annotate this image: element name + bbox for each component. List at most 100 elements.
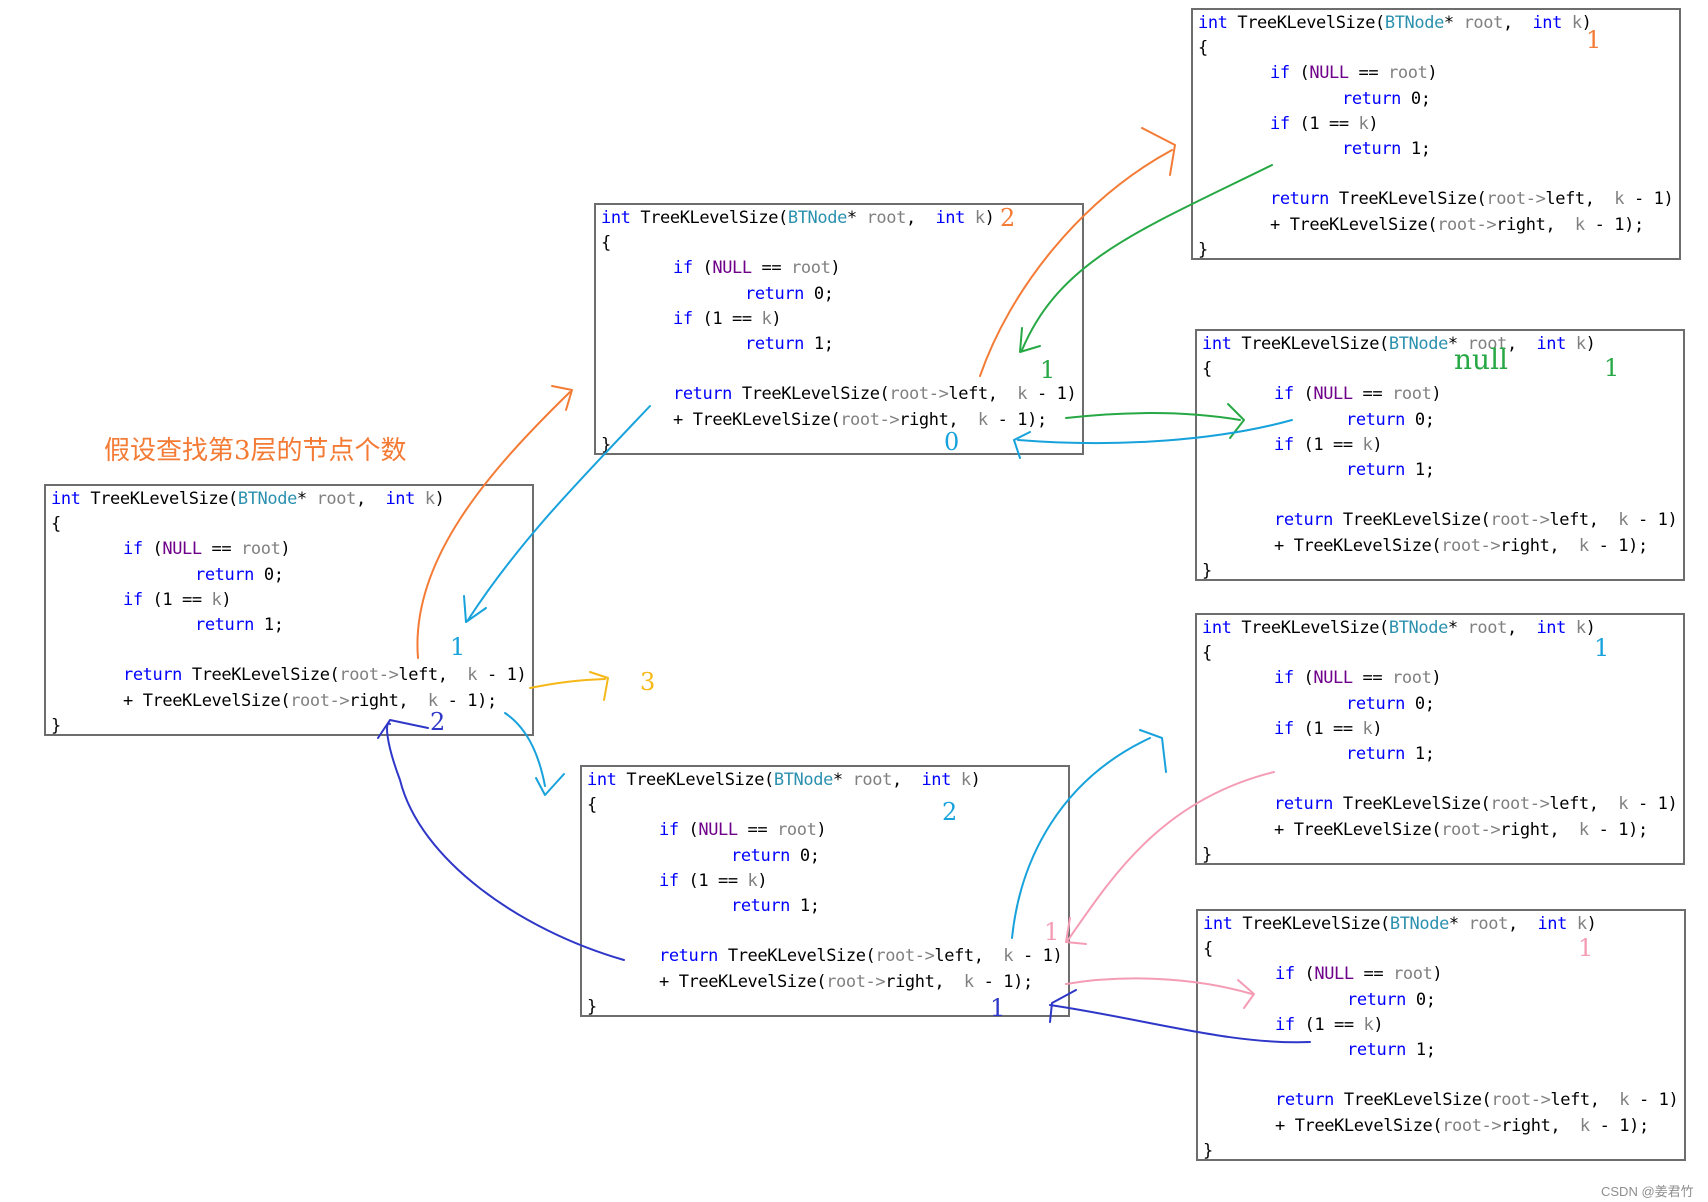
blue-arrowhead-3 bbox=[535, 773, 565, 796]
code-line-signature: int TreeKLevelSize(BTNode* root, int k) bbox=[1202, 618, 1596, 638]
annotation-result: 3 bbox=[640, 668, 656, 696]
code-line-return-left: return TreeKLevelSize(root->left, k - 1) bbox=[1270, 189, 1674, 210]
orange-arrowhead-2 bbox=[1141, 127, 1176, 176]
code-line-return-left: return TreeKLevelSize(root->left, k - 1) bbox=[659, 946, 1063, 967]
code-line-return-zero: return 0; bbox=[1346, 409, 1435, 430]
annotation-value: 1 bbox=[1040, 356, 1056, 384]
function-code: int TreeKLevelSize(BTNode* root, int k) {… bbox=[1203, 912, 1679, 1164]
code-line-blank bbox=[587, 919, 1062, 944]
code-line-if-one: if (1 == k) bbox=[1270, 113, 1379, 134]
annotation-value: 1 bbox=[450, 633, 466, 661]
code-line-plus-right: + TreeKLevelSize(root->right, k - 1); bbox=[1274, 819, 1648, 840]
code-line-signature: int TreeKLevelSize(BTNode* root, int k) bbox=[587, 770, 981, 790]
function-code: int TreeKLevelSize(BTNode* root, int k){… bbox=[601, 206, 1077, 458]
code-line-return-left: return TreeKLevelSize(root->left, k - 1) bbox=[1274, 510, 1678, 531]
code-line-return-zero: return 0; bbox=[731, 845, 820, 866]
code-line-signature: int TreeKLevelSize(BTNode* root, int k) bbox=[1203, 914, 1597, 934]
code-line-blank bbox=[1202, 483, 1677, 508]
code-line-return-left: return TreeKLevelSize(root->left, k - 1) bbox=[1275, 1090, 1679, 1111]
function-code: int TreeKLevelSize(BTNode* root, int k) {… bbox=[587, 768, 1063, 1020]
annotation-null: null bbox=[1454, 343, 1508, 376]
code-line-return-zero: return 0; bbox=[195, 564, 284, 585]
code-line-open-brace: { bbox=[1203, 939, 1213, 960]
code-line-open-brace: { bbox=[601, 233, 611, 254]
code-line-return-one: return 1; bbox=[1346, 459, 1435, 480]
code-box-level-3-c: int TreeKLevelSize(BTNode* root, int k) {… bbox=[1195, 613, 1685, 865]
code-line-close-brace: } bbox=[1203, 1140, 1213, 1161]
code-line-if-null: if (NULL == root) bbox=[1275, 964, 1443, 985]
diagram-title: 假设查找第3层的节点个数 bbox=[104, 436, 407, 466]
code-line-close-brace: } bbox=[1202, 560, 1212, 581]
code-line-open-brace: { bbox=[1202, 359, 1212, 380]
code-line-return-one: return 1; bbox=[1347, 1039, 1436, 1060]
code-line-if-null: if (NULL == root) bbox=[673, 258, 841, 279]
code-line-open-brace: { bbox=[51, 514, 61, 535]
code-line-return-one: return 1; bbox=[1346, 743, 1435, 764]
code-line-signature: int TreeKLevelSize(BTNode* root, int k) bbox=[1198, 13, 1592, 33]
annotation-value: 1 bbox=[1594, 634, 1610, 662]
code-line-return-zero: return 0; bbox=[745, 283, 834, 304]
code-line-if-one: if (1 == k) bbox=[123, 589, 232, 610]
code-line-return-left: return TreeKLevelSize(root->left, k - 1) bbox=[123, 665, 527, 686]
annotation-value: 2 bbox=[1000, 204, 1016, 232]
code-line-if-null: if (NULL == root) bbox=[1274, 384, 1442, 405]
code-line-if-one: if (1 == k) bbox=[673, 308, 782, 329]
code-box-level-1: int TreeKLevelSize(BTNode* root, int k) {… bbox=[44, 484, 534, 736]
code-line-return-zero: return 0; bbox=[1347, 989, 1436, 1010]
annotation-value: 1 bbox=[1044, 918, 1060, 946]
code-line-return-one: return 1; bbox=[1342, 138, 1431, 159]
annotation-value: 2 bbox=[942, 798, 958, 826]
code-line-blank bbox=[1202, 767, 1677, 792]
function-code: int TreeKLevelSize(BTNode* root, int k) {… bbox=[51, 487, 527, 739]
code-line-signature: int TreeKLevelSize(BTNode* root, int k) bbox=[1202, 334, 1596, 354]
code-line-blank bbox=[1198, 162, 1673, 187]
code-line-if-one: if (1 == k) bbox=[1274, 434, 1383, 455]
code-line-return-one: return 1; bbox=[195, 614, 284, 635]
code-line-return-zero: return 0; bbox=[1346, 693, 1435, 714]
code-line-plus-right: + TreeKLevelSize(root->right, k - 1); bbox=[1270, 214, 1644, 235]
annotation-value: 1 bbox=[1586, 26, 1602, 54]
code-line-plus-right: + TreeKLevelSize(root->right, k - 1); bbox=[1274, 535, 1648, 556]
code-line-blank bbox=[601, 357, 1076, 382]
yellow-result-arrow bbox=[529, 678, 606, 689]
annotation-value: 1 bbox=[990, 994, 1006, 1022]
code-line-close-brace: } bbox=[51, 715, 61, 736]
code-line-if-null: if (NULL == root) bbox=[1274, 668, 1442, 689]
code-line-open-brace: { bbox=[587, 795, 597, 816]
code-line-if-null: if (NULL == root) bbox=[1270, 63, 1438, 84]
code-line-return-left: return TreeKLevelSize(root->left, k - 1) bbox=[1274, 794, 1678, 815]
code-line-close-brace: } bbox=[601, 434, 611, 455]
code-line-close-brace: } bbox=[1198, 239, 1208, 260]
code-line-if-null: if (NULL == root) bbox=[659, 820, 827, 841]
annotation-value: 0 bbox=[944, 428, 960, 456]
code-line-return-zero: return 0; bbox=[1342, 88, 1431, 109]
function-code: int TreeKLevelSize(BTNode* root, int k) {… bbox=[1202, 616, 1678, 868]
code-line-return-one: return 1; bbox=[731, 895, 820, 916]
code-box-level-3-b: int TreeKLevelSize(BTNode* root, int k) {… bbox=[1195, 329, 1685, 581]
code-line-close-brace: } bbox=[587, 996, 597, 1017]
orange-arrowhead-1 bbox=[551, 385, 573, 411]
code-line-open-brace: { bbox=[1202, 643, 1212, 664]
annotation-value: 1 bbox=[1578, 934, 1594, 962]
code-line-return-one: return 1; bbox=[745, 333, 834, 354]
code-box-level-2-left: int TreeKLevelSize(BTNode* root, int k){… bbox=[594, 203, 1084, 455]
code-line-if-one: if (1 == k) bbox=[659, 870, 768, 891]
code-box-level-2-right: int TreeKLevelSize(BTNode* root, int k) {… bbox=[580, 765, 1070, 1017]
code-line-if-null: if (NULL == root) bbox=[123, 539, 291, 560]
code-line-return-left: return TreeKLevelSize(root->left, k - 1) bbox=[673, 384, 1077, 405]
code-line-if-one: if (1 == k) bbox=[1275, 1014, 1384, 1035]
function-code: int TreeKLevelSize(BTNode* root, int k) {… bbox=[1198, 11, 1674, 263]
code-line-signature: int TreeKLevelSize(BTNode* root, int k) bbox=[51, 489, 445, 509]
code-line-close-brace: } bbox=[1202, 844, 1212, 865]
annotation-value: 1 bbox=[1604, 354, 1620, 382]
watermark: CSDN @姜君竹 bbox=[1601, 1184, 1694, 1199]
code-line-plus-right: + TreeKLevelSize(root->right, k - 1); bbox=[659, 971, 1033, 992]
code-box-level-3-a: int TreeKLevelSize(BTNode* root, int k) {… bbox=[1191, 8, 1681, 260]
code-line-plus-right: + TreeKLevelSize(root->right, k - 1); bbox=[673, 409, 1047, 430]
annotation-value: 2 bbox=[430, 708, 446, 736]
code-box-level-3-d: int TreeKLevelSize(BTNode* root, int k) {… bbox=[1196, 909, 1686, 1161]
code-line-if-one: if (1 == k) bbox=[1274, 718, 1383, 739]
code-line-plus-right: + TreeKLevelSize(root->right, k - 1); bbox=[1275, 1115, 1649, 1136]
code-line-open-brace: { bbox=[1198, 38, 1208, 59]
